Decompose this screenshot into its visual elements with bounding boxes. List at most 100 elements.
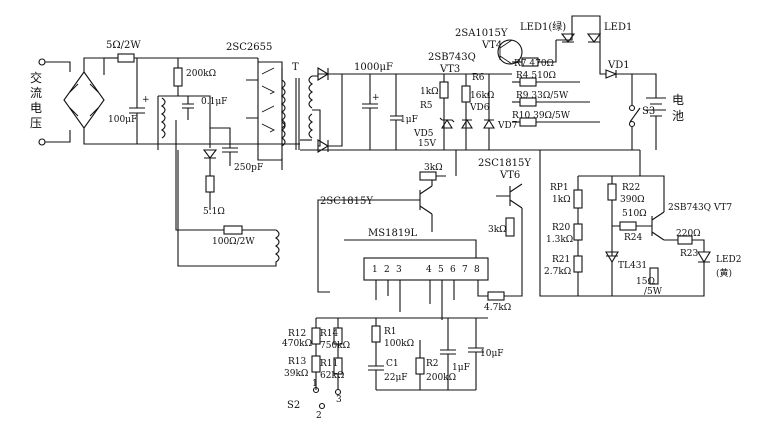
svg-text:1: 1 <box>312 379 318 389</box>
svg-text:TL431: TL431 <box>618 261 647 271</box>
svg-text:5Ω/2W: 5Ω/2W <box>106 40 141 51</box>
svg-text:390Ω: 390Ω <box>620 195 645 205</box>
svg-text:16kΩ: 16kΩ <box>470 91 494 101</box>
svg-text:3kΩ: 3kΩ <box>424 163 443 173</box>
svg-text:0.1μF: 0.1μF <box>201 97 227 107</box>
svg-text:S3: S3 <box>642 106 655 117</box>
q-2sc2655: 2SC2655 <box>226 42 283 161</box>
svg-text:R11: R11 <box>320 359 338 369</box>
svg-text:4: 4 <box>426 265 432 275</box>
svg-text:2SB743Q VT7: 2SB743Q VT7 <box>668 203 732 213</box>
svg-text:3: 3 <box>396 265 402 275</box>
cap-100uf: 100μF + <box>108 58 150 144</box>
svg-text:+: + <box>372 93 380 103</box>
svg-text:750kΩ: 750kΩ <box>320 341 350 351</box>
vd-and-battery: VD1 电 池 S3 <box>599 40 684 150</box>
svg-text:R1: R1 <box>384 327 397 337</box>
svg-text:5.1Ω: 5.1Ω <box>203 207 225 217</box>
svg-text:1.3kΩ: 1.3kΩ <box>546 235 573 245</box>
svg-text:R21: R21 <box>552 255 570 265</box>
svg-text:1μF: 1μF <box>452 363 470 373</box>
svg-text:VD1: VD1 <box>607 60 630 71</box>
svg-text:2SC2655: 2SC2655 <box>226 42 272 53</box>
regulator: RP1 1kΩ R20 1.3kΩ R21 2.7kΩ R22 390Ω TL4… <box>539 150 742 297</box>
svg-text:2SC1815Y: 2SC1815Y <box>320 196 373 207</box>
svg-text:8: 8 <box>474 265 480 275</box>
svg-text:15V: 15V <box>418 139 436 149</box>
svg-text:VD6: VD6 <box>469 103 490 113</box>
transformer-t: T <box>281 62 313 170</box>
svg-text:510Ω: 510Ω <box>622 209 647 219</box>
zeners: VD5 15V VD7 <box>413 74 518 150</box>
svg-text:C1: C1 <box>386 359 399 369</box>
svg-text:100Ω/2W: 100Ω/2W <box>212 237 255 247</box>
svg-text:R24: R24 <box>624 233 643 243</box>
svg-text:电: 电 <box>30 101 42 115</box>
svg-text:/5W: /5W <box>644 287 663 297</box>
svg-text:MS1819L: MS1819L <box>368 228 418 239</box>
svg-text:T: T <box>292 62 299 73</box>
led1: LED1(绿) LED1 <box>520 15 632 43</box>
svg-text:LED2: LED2 <box>716 255 742 265</box>
svg-text:R9 33Ω/5W: R9 33Ω/5W <box>516 91 569 101</box>
svg-text:200kΩ: 200kΩ <box>426 373 456 383</box>
svg-text:1kΩ: 1kΩ <box>552 195 571 205</box>
svg-text:压: 压 <box>30 116 42 130</box>
svg-text:电: 电 <box>672 93 684 107</box>
svg-text:LED1(绿): LED1(绿) <box>520 20 566 33</box>
svg-text:RP1: RP1 <box>550 183 569 193</box>
svg-text:R4 510Ω: R4 510Ω <box>516 71 556 81</box>
svg-text:1kΩ: 1kΩ <box>420 87 439 97</box>
feedback-coil <box>157 95 211 150</box>
ac-input: 交 流 电 压 <box>30 58 71 146</box>
svg-text:200kΩ: 200kΩ <box>186 69 216 79</box>
svg-text:VT4: VT4 <box>481 40 502 51</box>
svg-text:62kΩ: 62kΩ <box>320 371 344 381</box>
svg-text:2: 2 <box>316 411 322 421</box>
svg-text:R13: R13 <box>288 357 307 367</box>
svg-text:R2: R2 <box>426 359 439 369</box>
timing-network: R1 100kΩ C1 22μF R2 200kΩ 1μF 10μF <box>315 317 504 391</box>
svg-text:5: 5 <box>438 265 444 275</box>
vt6: 2SC1815Y VT6 <box>478 158 531 250</box>
svg-text:2SB743Q: 2SB743Q <box>428 52 476 63</box>
secondary-rect <box>300 67 343 153</box>
snubber: 250pF 5.1Ω <box>202 104 263 217</box>
svg-text:池: 池 <box>672 109 684 123</box>
svg-text:R14: R14 <box>320 329 339 339</box>
svg-text:R6: R6 <box>472 73 485 83</box>
svg-text:S2: S2 <box>287 400 300 411</box>
svg-text:(黄): (黄) <box>716 267 732 279</box>
res-200k: 200kΩ <box>173 58 216 96</box>
svg-text:100μF: 100μF <box>108 115 137 125</box>
res-100-2w: 100Ω/2W <box>175 120 280 267</box>
res-3k-b: 3kΩ <box>488 217 515 237</box>
svg-text:39kΩ: 39kΩ <box>284 369 308 379</box>
svg-text:100kΩ: 100kΩ <box>384 339 414 349</box>
r7: R7 470Ω <box>512 40 557 69</box>
svg-text:2.7kΩ: 2.7kΩ <box>544 267 571 277</box>
svg-text:10μF: 10μF <box>480 349 504 359</box>
vt4: 2SA1015Y VT4 <box>455 28 523 65</box>
svg-text:VT6: VT6 <box>499 170 520 181</box>
svg-text:1000μF: 1000μF <box>354 62 393 73</box>
svg-text:4.7kΩ: 4.7kΩ <box>484 303 511 313</box>
svg-text:R7 470Ω: R7 470Ω <box>514 59 554 69</box>
svg-text:+: + <box>142 95 150 105</box>
svg-text:R12: R12 <box>288 329 306 339</box>
svg-text:3: 3 <box>336 395 342 405</box>
svg-text:470kΩ: 470kΩ <box>282 339 312 349</box>
svg-text:VD7: VD7 <box>497 121 518 131</box>
svg-text:2: 2 <box>384 265 390 275</box>
svg-text:15Ω: 15Ω <box>636 277 655 287</box>
svg-text:VD5: VD5 <box>413 129 434 139</box>
svg-text:220Ω: 220Ω <box>676 229 701 239</box>
svg-text:2SA1015Y: 2SA1015Y <box>455 28 508 39</box>
svg-text:R20: R20 <box>552 223 571 233</box>
svg-text:3kΩ: 3kΩ <box>488 225 507 235</box>
svg-text:250pF: 250pF <box>234 163 263 173</box>
svg-text:1: 1 <box>372 265 378 275</box>
bridge-rectifier <box>63 57 105 140</box>
